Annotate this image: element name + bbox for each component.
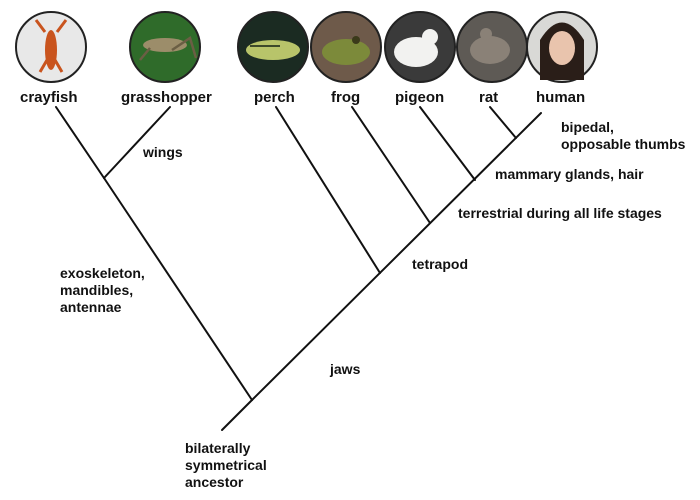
- taxon-label-pigeon: pigeon: [395, 89, 445, 106]
- trait-label-terrestrial: terrestrial during all life stages: [458, 205, 662, 221]
- crayfish-photo-icon: [15, 11, 87, 83]
- branch-perch: [275, 106, 381, 274]
- rat-photo-icon: [456, 11, 528, 83]
- branch-rat: [489, 106, 517, 139]
- branch-root: [221, 399, 253, 431]
- taxon-label-frog: frog: [331, 89, 361, 106]
- trait-label-mammary: mammary glands, hair: [495, 166, 644, 182]
- frog-photo-icon: [310, 11, 382, 83]
- branch-grasshopper: [103, 106, 171, 179]
- perch-photo-icon: [237, 11, 309, 83]
- taxon-label-crayfish: crayfish: [20, 89, 78, 106]
- branch-arthropod-stem: [103, 177, 253, 401]
- trait-label-jaws: jaws: [330, 361, 361, 377]
- human-photo-icon: [526, 11, 598, 83]
- trait-label-exoskeleton: exoskeleton, mandibles, antennae: [60, 265, 145, 315]
- trait-label-bipedal: bipedal, opposable thumbs: [561, 119, 686, 152]
- pigeon-photo-icon: [384, 11, 456, 83]
- taxon-label-grasshopper: grasshopper: [121, 89, 212, 106]
- trait-label-wings: wings: [143, 144, 183, 160]
- taxon-label-human: human: [536, 89, 586, 106]
- branch-frog: [351, 106, 431, 224]
- taxon-label-perch: perch: [254, 89, 295, 106]
- root-label: bilaterally symmetrical ancestor: [185, 440, 267, 490]
- branch-pigeon: [419, 106, 476, 181]
- grasshopper-photo-icon: [129, 11, 201, 83]
- taxon-label-rat: rat: [479, 89, 499, 106]
- branch-crayfish: [55, 106, 105, 179]
- trait-label-tetrapod: tetrapod: [412, 256, 468, 272]
- branch-vertebrate-stem: [251, 112, 542, 401]
